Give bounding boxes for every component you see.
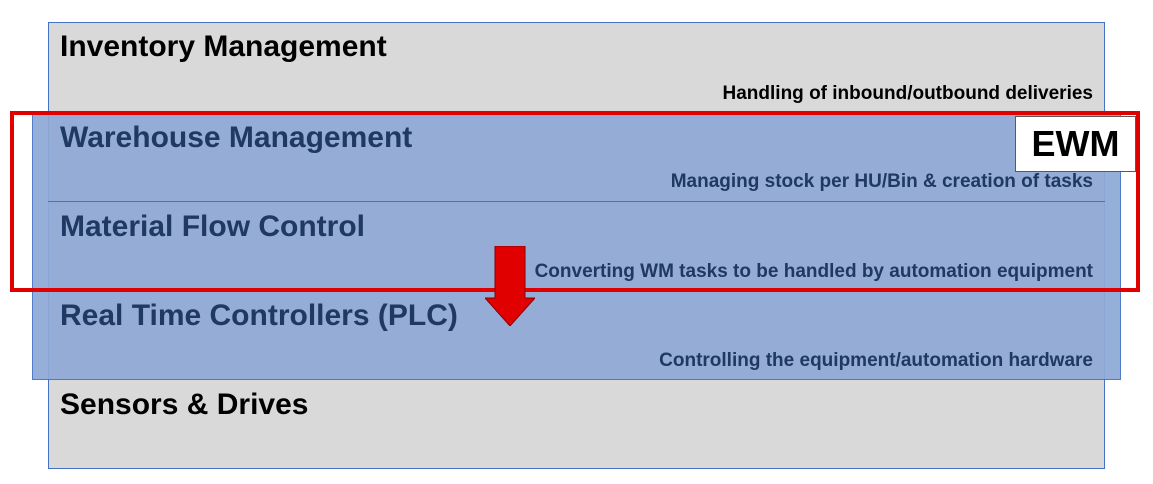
ewm-scope-badge: EWM (1015, 116, 1136, 172)
layer-warehouse-management: Warehouse Management Managing stock per … (48, 113, 1105, 202)
layer-description: Controlling the equipment/automation har… (659, 350, 1093, 371)
layer-title: Sensors & Drives (60, 388, 309, 421)
layer-title: Real Time Controllers (PLC) (60, 299, 458, 332)
layer-description: Handling of inbound/outbound deliveries (722, 83, 1093, 104)
ewm-scope-highlight (10, 111, 1140, 292)
layer-title: Warehouse Management (60, 121, 413, 154)
down-arrow-icon (485, 246, 535, 326)
layer-title: Inventory Management (60, 30, 387, 63)
layer-material-flow-control: Material Flow Control Converting WM task… (48, 202, 1105, 291)
layer-description: Managing stock per HU/Bin & creation of … (670, 171, 1093, 192)
blue-layer-band (32, 113, 1121, 380)
layer-description: Converting WM tasks to be handled by aut… (534, 261, 1093, 282)
layer-real-time-controllers: Real Time Controllers (PLC) Controlling … (48, 291, 1105, 380)
layer-title: Material Flow Control (60, 210, 366, 243)
layer-sensors-drives: Sensors & Drives (48, 380, 1105, 469)
layer-inventory-management: Inventory Management Handling of inbound… (48, 22, 1105, 113)
